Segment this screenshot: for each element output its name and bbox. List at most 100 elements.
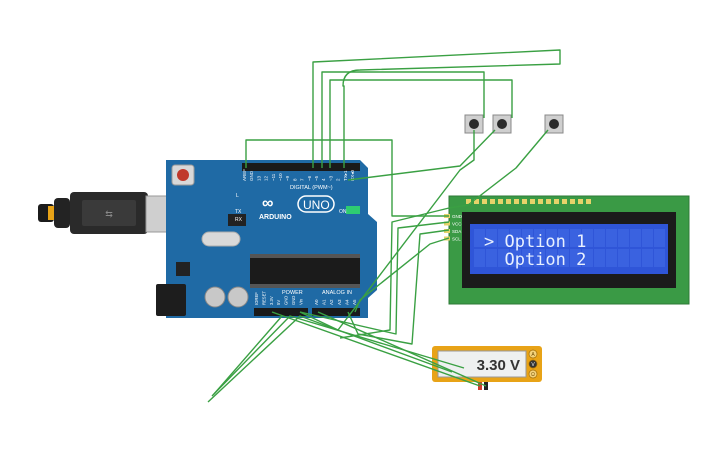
lcd-pin-hole [578,199,583,204]
power-pin-label: 5V [276,300,281,305]
wire-meter-red[interactable] [271,311,481,387]
multimeter-mode-label: Ω [531,372,535,378]
wire-button3-d2[interactable] [312,49,561,168]
wire-button3-5v[interactable] [339,129,549,339]
capacitor-1 [204,286,226,308]
digital-pin-label: GND [249,170,254,181]
lcd-cell [510,229,521,247]
digital-pin-label: ~5 [314,175,319,181]
digital-pin-label: ~3 [328,175,333,181]
lcd-pin-hole [498,199,503,204]
capacitor-2 [227,286,249,308]
wire-gnd-loop-3[interactable] [213,315,283,395]
power-pin-label: IOREF [254,292,259,305]
usb-cable: ⇆ [38,192,177,234]
wire-gnd-buttons[interactable] [245,139,449,217]
rx-label: RX [235,217,243,223]
lcd-pin-hole [506,199,511,204]
wire-button2-d3[interactable] [329,79,513,168]
lcd-i2c-pin[interactable] [444,221,450,226]
wire-gnd-loop-2[interactable] [211,315,465,397]
lcd-cell [594,249,605,267]
lcd-cell [618,229,629,247]
wire-lcd-sda[interactable] [347,229,450,345]
lcd-pin-hole [570,199,575,204]
digital-pin-label: ~10 [278,173,283,181]
model-label: UNO [303,198,330,212]
wire-button1-d4[interactable] [321,71,485,168]
l-label: L [236,193,239,199]
wire-lcd-vcc[interactable] [299,221,450,335]
digital-pin-label: ~6 [307,175,312,181]
lcd-pin-hole [490,199,495,204]
multimeter-mode-0[interactable] [528,349,538,359]
power-pin-label: Vin [298,298,303,305]
multimeter-mode-2[interactable] [528,369,538,379]
lcd-cell [654,249,665,267]
digital-pin-label: ~9 [285,175,290,181]
on-label: ON [339,209,347,215]
multimeter[interactable]: 3.30 V AVΩ [432,346,542,390]
push-button-1[interactable] [464,114,484,134]
voltage-regulator [176,262,190,276]
wire-lcd-scl[interactable] [354,237,450,313]
lcd-pin-hole [538,199,543,204]
digital-pin-label: 8 [292,178,297,181]
power-header[interactable] [254,308,308,316]
digital-pin-label: 2 [336,178,341,181]
power-pin-label: RESET [261,291,266,305]
lcd-cell [546,249,557,267]
power-pin-label: 3.3V [269,296,274,305]
multimeter-mode-label: V [531,362,535,368]
lcd-pin-hole [562,199,567,204]
analog-header[interactable] [312,308,360,316]
multimeter-reading: 3.30 V [477,357,520,374]
digital-pin-label: 12 [264,175,269,181]
multimeter-mode-label: A [531,352,535,358]
analog-pin-label: A5 [352,299,357,305]
lcd-cell [570,249,581,267]
lcd-pin-hole [530,199,535,204]
power-header-label: POWER [282,290,303,296]
multimeter-mode-dial[interactable]: AVΩ [528,349,538,379]
digital-pin-label: TX▸1 [343,170,348,181]
digital-pin-label: 7 [300,178,305,181]
push-button-2[interactable] [492,114,512,134]
wire-button2-5v[interactable] [347,129,496,181]
wires[interactable] [207,49,561,403]
digital-header[interactable] [242,163,360,171]
lcd-cell [558,249,569,267]
analog-pin-label: A1 [322,299,327,305]
lcd-i2c-pin[interactable] [444,229,450,233]
lcd-cell [642,249,653,267]
lcd-cell [630,229,641,247]
lcd-cell [606,249,617,267]
lcd-i2c-pin-label: SCL [452,237,461,242]
crystal-oscillator [201,231,241,247]
lcd-pin-hole [546,199,551,204]
wire-gnd-loop-1[interactable] [207,315,453,403]
lcd-cell [534,229,545,247]
push-button-3[interactable] [544,114,564,134]
lcd-cell [522,229,533,247]
analog-pin-label: A3 [337,299,342,305]
lcd-cell [654,229,665,247]
svg-text:⇆: ⇆ [105,209,113,219]
lcd-character-grid [474,229,665,267]
multimeter-mode-1[interactable] [528,359,538,369]
lcd-line-2: Option 2 [484,250,586,270]
analog-pin-label: A2 [329,299,334,305]
lcd-cell [558,229,569,247]
lcd-i2c-pin-label: VCC [452,222,462,227]
lcd-cell [630,249,641,267]
wire-button1-5v[interactable] [299,130,475,331]
lcd-cell [486,249,497,267]
lcd-pin-hole [474,199,479,204]
lcd-pin-hole [554,199,559,204]
lcd-pin-hole [514,199,519,204]
analog-pin-label: A4 [344,299,349,305]
